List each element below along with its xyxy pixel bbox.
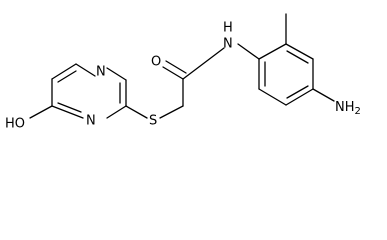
bond-a1-a2	[258, 43, 287, 60]
bond-a4-a5	[285, 88, 314, 106]
bond-c6-n1-b	[106, 67, 127, 81]
bond-c-n	[182, 47, 225, 80]
chemical-structure-diagram: HO N N S O N H NH2	[5, 13, 361, 132]
bond-c5-c6	[51, 63, 77, 80]
hydroxyl-label: HO	[5, 117, 25, 132]
bond-a4-nh2	[312, 88, 335, 102]
amine-label: NH2	[335, 100, 361, 118]
bond-n3-c4-inner	[57, 102, 82, 113]
bond-c5-c6-inner	[57, 70, 77, 83]
amide-h-label: H	[223, 21, 233, 36]
bond-s-ch2	[159, 105, 184, 119]
bond-a2-a3-inner	[286, 50, 309, 64]
bond-c4-oh	[29, 105, 53, 119]
bond-c6-n1	[75, 63, 96, 77]
ring-n-top-label: N	[96, 65, 106, 80]
bond-a4-a5-inner	[286, 85, 309, 99]
bond-c-o-1	[162, 66, 184, 80]
atom-labels: HO N N S O N H NH2	[5, 21, 361, 132]
sulfur-label: S	[149, 114, 157, 129]
amine-nh-text: NH	[335, 100, 355, 115]
bond-a5-a6	[258, 88, 287, 106]
amide-n-label: N	[223, 37, 233, 52]
ring-n-bottom-label: N	[86, 114, 96, 129]
bond-n-aryl	[237, 43, 260, 60]
bond-c-o-2	[165, 60, 187, 74]
carbonyl-oxygen-label: O	[151, 55, 161, 70]
bond-c2-s	[125, 105, 148, 119]
bonds	[29, 13, 335, 119]
bond-c2-n3	[106, 105, 127, 119]
bond-n3-c4	[51, 105, 84, 119]
bond-a2-a3	[285, 43, 314, 60]
amine-subscript-text: 2	[355, 106, 361, 117]
